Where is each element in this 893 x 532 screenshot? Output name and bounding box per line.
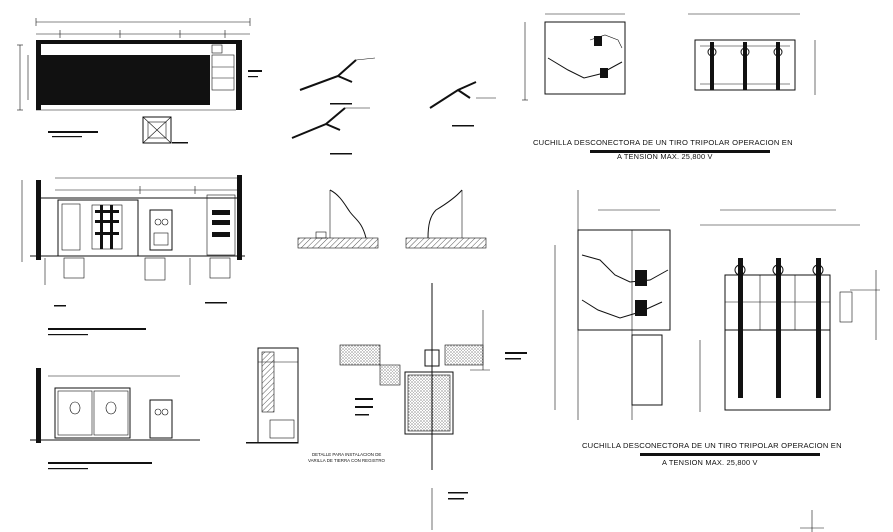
caption-top-underline [590, 150, 770, 153]
front-elevation-transformer [21, 175, 245, 336]
foundation-sections [297, 189, 487, 249]
caption-top-line2: A TENSION MAX. 25,800 V [617, 152, 713, 161]
disconnector-front-bottom [699, 209, 880, 412]
detail-caption-line1: DETALLE PARA INSTALACION DE [312, 452, 381, 457]
detail-caption-line2: VARILLA DE TIERRA CON REGISTRO [308, 458, 386, 463]
caption-bottom-line2: A TENSION MAX. 25,800 V [662, 458, 758, 467]
ground-rod-detail [246, 283, 527, 530]
disconnector-side-top [522, 13, 626, 101]
plan-view-substation [17, 18, 262, 144]
disconnector-front-top [688, 13, 816, 95]
side-elevation-cabinet [30, 368, 200, 470]
caption-bottom-line1: CUCHILLA DESCONECTORA DE UN TIRO TRIPOLA… [582, 441, 842, 450]
connector-details [291, 57, 496, 155]
caption-top-line1: CUCHILLA DESCONECTORA DE UN TIRO TRIPOLA… [533, 138, 793, 147]
caption-bottom-underline [640, 453, 820, 456]
disconnector-side-bottom [554, 190, 671, 420]
